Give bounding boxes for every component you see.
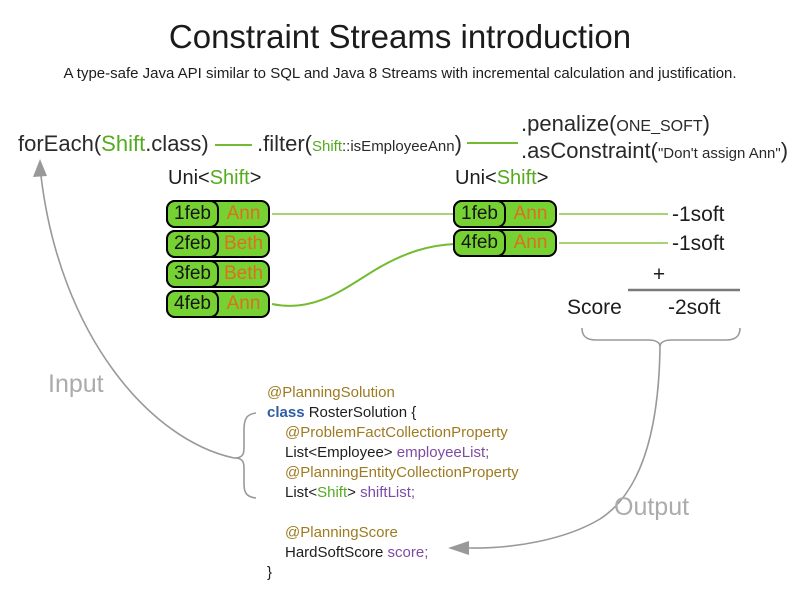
shift-employee: Ann: [226, 203, 261, 224]
shift-employee: Beth: [223, 263, 264, 284]
code-line: @PlanningEntityCollectionProperty: [267, 463, 519, 483]
right-stream-type-label: Uni<Shift>: [455, 167, 548, 190]
shift-row: 3feb Beth: [166, 260, 270, 288]
code-line: class RosterSolution {: [267, 403, 519, 423]
foreach-shift-arg: Shift: [101, 131, 146, 156]
asconstraint-arg: "Don't assign Ann": [657, 145, 781, 162]
shift-type: Shift: [317, 484, 348, 501]
code-line: @PlanningScore: [267, 523, 519, 543]
shift-date: 1feb: [166, 200, 219, 228]
employee-list-type: List<Employee>: [285, 444, 397, 461]
page-title: Constraint Streams introduction: [168, 18, 632, 55]
score-total: -2soft: [668, 296, 721, 319]
penalize-arg: ONE_SOFT: [616, 118, 703, 135]
filter-shift-arg: Shift: [312, 138, 343, 155]
code-blank-line: [267, 503, 519, 523]
shift-row: 2feb Beth: [166, 230, 270, 258]
code-line: }: [267, 563, 519, 583]
shift-date: 1feb: [453, 200, 506, 228]
code-line: List<Employee> employeeList;: [267, 443, 519, 463]
employee-list-field: employeeList;: [396, 444, 490, 461]
left-stream-table: 1feb Ann 2feb Beth 3feb Beth 4feb Ann: [166, 200, 272, 320]
foreach-pre: forEach(: [18, 131, 102, 156]
foreach-post: .class): [145, 131, 209, 156]
score-label: Score: [567, 296, 622, 319]
annotation-planning-solution: @PlanningSolution: [267, 384, 395, 401]
score-field: score;: [387, 544, 429, 561]
uni-shift: Shift: [209, 167, 250, 189]
code-line: List<Shift> shiftList;: [267, 483, 519, 503]
penalize-pre: .penalize(: [521, 111, 617, 136]
penalize-post: ): [702, 111, 710, 136]
annotation-planning-score: @PlanningScore: [285, 524, 398, 541]
uni-shift: Shift: [496, 167, 537, 189]
shift-row: 1feb Ann: [453, 200, 557, 228]
shift-employee: Ann: [513, 232, 548, 253]
annotation-planning-entity: @PlanningEntityCollectionProperty: [285, 464, 519, 481]
shift-list-type-post: >: [347, 484, 361, 501]
penalty-value: -1soft: [672, 232, 725, 255]
output-brace: [581, 327, 741, 348]
input-label: Input: [48, 370, 104, 398]
code-line: HardSoftScore score;: [267, 543, 519, 563]
asconstraint-pre: .asConstraint(: [521, 138, 658, 163]
shift-row: 4feb Ann: [453, 229, 557, 257]
score-type: HardSoftScore: [285, 544, 388, 561]
uni-post: >: [536, 167, 549, 189]
filter-pre: .filter(: [257, 131, 312, 156]
uni-pre: Uni<: [455, 167, 497, 189]
shift-row: 1feb Ann: [166, 200, 270, 228]
plus-sign: +: [652, 263, 666, 286]
shift-date: 3feb: [166, 260, 219, 288]
shift-date: 4feb: [166, 290, 219, 318]
foreach-expression: forEach(Shift.class): [18, 131, 209, 157]
uni-post: >: [249, 167, 262, 189]
output-label: Output: [614, 493, 690, 521]
annotation-problem-fact: @ProblemFactCollectionProperty: [285, 424, 508, 441]
input-brace: [233, 412, 257, 499]
shift-date: 2feb: [166, 230, 219, 258]
closing-brace: }: [267, 564, 273, 581]
penalize-expression: .penalize(ONE_SOFT): [521, 111, 710, 137]
keyword-class: class: [267, 404, 305, 421]
shift-employee: Ann: [513, 203, 548, 224]
page-subtitle: A type-safe Java API similar to SQL and …: [63, 65, 737, 82]
uni-pre: Uni<: [168, 167, 210, 189]
class-declaration: RosterSolution {: [304, 404, 417, 421]
penalty-value: -1soft: [672, 203, 725, 226]
connector-4feb: [271, 243, 456, 307]
filter-post: ): [454, 131, 462, 156]
code-line: @PlanningSolution: [267, 383, 519, 403]
shift-list-type-pre: List<: [285, 484, 318, 501]
asconstraint-expression: .asConstraint("Don't assign Ann"): [521, 138, 788, 164]
shift-employee: Ann: [226, 293, 261, 314]
filter-method-ref: ::isEmployeeAnn: [342, 138, 455, 155]
roster-solution-code: @PlanningSolution class RosterSolution {…: [267, 383, 519, 583]
left-stream-type-label: Uni<Shift>: [168, 167, 261, 190]
input-arrowhead-icon: [33, 159, 47, 177]
shift-date: 4feb: [453, 229, 506, 257]
code-line: @ProblemFactCollectionProperty: [267, 423, 519, 443]
shift-list-field: shiftList;: [360, 484, 416, 501]
right-stream-table: 1feb Ann 4feb Ann: [453, 200, 559, 260]
shift-employee: Beth: [223, 233, 264, 254]
shift-row: 4feb Ann: [166, 290, 270, 318]
asconstraint-post: ): [780, 138, 789, 163]
filter-expression: .filter(Shift::isEmployeeAnn): [257, 131, 462, 157]
